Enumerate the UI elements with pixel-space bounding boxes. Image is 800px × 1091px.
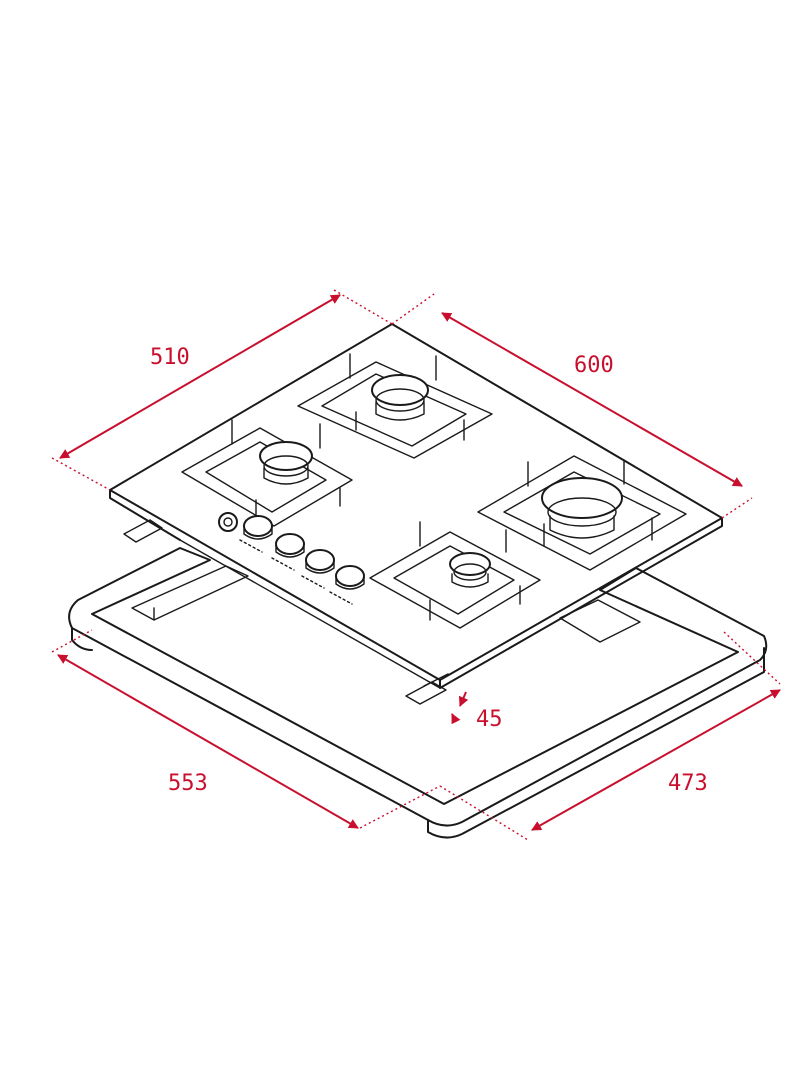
burner-rear-center: [297, 353, 493, 459]
ignition-button[interactable]: [218, 512, 238, 532]
dimension-line-45-lower: [451, 713, 461, 725]
extension-lines: [51, 289, 781, 841]
dimension-line-510: [59, 294, 341, 459]
dimension-line-45: [458, 691, 469, 707]
burner-front-center: [369, 521, 541, 629]
dimension-label-600: 600: [574, 353, 614, 378]
knob-3[interactable]: [305, 549, 335, 574]
knob-4[interactable]: [335, 565, 365, 590]
dimension-label-553: 553: [168, 771, 208, 796]
knob-1[interactable]: [243, 515, 273, 540]
control-panel: [218, 512, 365, 605]
dimension-label-473: 473: [668, 771, 708, 796]
dimension-label-510: 510: [150, 345, 190, 370]
dimension-line-553: [57, 654, 359, 829]
dimension-line-600: [441, 312, 743, 487]
knob-2[interactable]: [275, 533, 305, 558]
dimension-line-473: [531, 689, 781, 831]
dimension-label-45: 45: [476, 707, 503, 732]
